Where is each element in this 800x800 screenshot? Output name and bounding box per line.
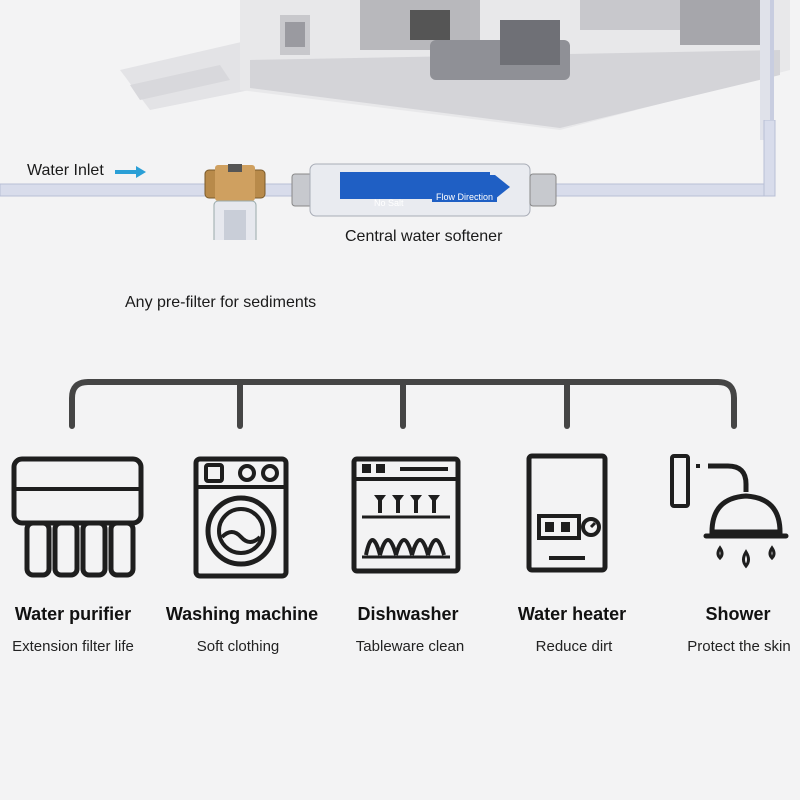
water-softener-unit (291, 163, 557, 217)
distribution-bracket (69, 379, 737, 429)
appliance-title-water-purifier: Water purifier (14, 604, 132, 624)
appliance-subtitle-water-purifier: Extension filter life (12, 638, 134, 655)
water-purifier-icon (11, 456, 144, 578)
appliance-subtitle-shower: Protect the skin (687, 638, 791, 655)
water-inlet-label: Water Inlet (27, 162, 104, 179)
prefilter-label: Any pre-filter for sediments (125, 294, 317, 311)
pipe-system: No Salt Flow Direction (0, 120, 776, 240)
flow-arrow-icon (115, 166, 146, 178)
appliance-subtitle-dishwasher: Tableware clean (355, 638, 465, 655)
appliance-title-shower: Shower (705, 604, 771, 624)
shower-icon (670, 454, 789, 569)
appliance-subtitle-water-heater: Reduce dirt (535, 638, 613, 655)
appliance-subtitle-washing-machine: Soft clothing (196, 638, 280, 655)
house-cutaway-illustration (120, 0, 790, 140)
appliance-title-washing-machine: Washing machine (165, 604, 319, 624)
appliance-title-dishwasher: Dishwasher (357, 604, 459, 624)
appliance-title-water-heater: Water heater (517, 604, 627, 624)
softener-print-nosalt: No Salt (374, 198, 404, 208)
water-heater-icon (526, 453, 608, 573)
prefilter-unit (204, 164, 266, 240)
dishwasher-icon (351, 456, 461, 574)
washing-machine-icon (193, 456, 289, 579)
softener-label: Central water softener (345, 228, 503, 245)
riser-pipe (763, 120, 776, 197)
softener-print-flow: Flow Direction (436, 192, 493, 202)
